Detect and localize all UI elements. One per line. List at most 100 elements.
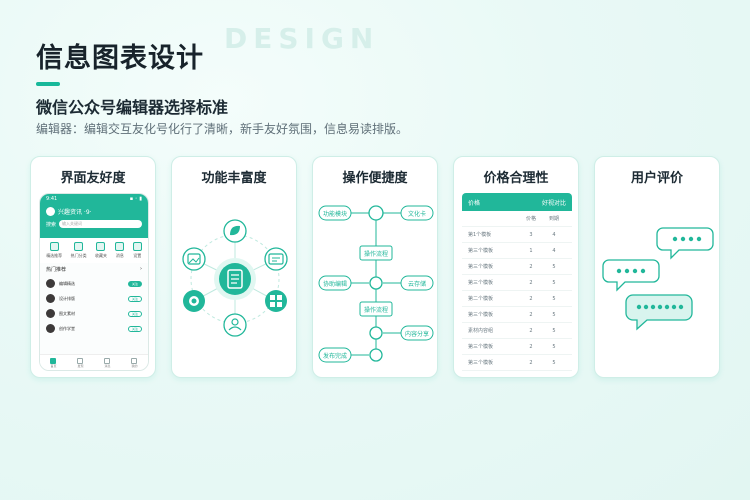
record-icon[interactable] bbox=[183, 290, 205, 312]
home-icon bbox=[50, 357, 57, 364]
app-name: 兴趣资讯 ·9· bbox=[58, 209, 92, 216]
grid-icon bbox=[49, 242, 59, 251]
phone-mockup: 9:41 ▪ ◦ ▮ 兴趣资讯 ·9· 搜索 输入关键词 精选推荐 热门分类 收… bbox=[39, 193, 149, 371]
flow-left-node[interactable]: 协助编辑 bbox=[318, 275, 352, 291]
flow-center-node[interactable]: 操作流程 bbox=[359, 301, 393, 317]
grid-icon bbox=[74, 242, 84, 251]
avatar bbox=[46, 294, 55, 303]
svg-text:发布完成: 发布完成 bbox=[323, 352, 347, 360]
nav-item-profile[interactable]: 我的 bbox=[131, 357, 138, 368]
document-hub-icon bbox=[214, 258, 256, 300]
flow-right-node[interactable]: 文化卡 bbox=[400, 205, 434, 221]
chevron-right-icon[interactable]: › bbox=[140, 266, 142, 272]
grid-icon bbox=[96, 242, 106, 251]
card-title: 价格合理性 bbox=[483, 171, 549, 186]
table-header: 价格 好视对比 bbox=[462, 193, 572, 211]
page-subtitle: 微信公众号编辑器选择标准 bbox=[36, 98, 229, 117]
follow-button[interactable]: 关注 bbox=[128, 295, 142, 302]
nav-item-messages[interactable]: 消息 bbox=[104, 357, 111, 368]
svg-text:内容分享: 内容分享 bbox=[405, 330, 429, 338]
follow-button[interactable]: 关注 bbox=[128, 280, 142, 287]
app-logo-icon bbox=[46, 207, 55, 216]
list-item[interactable]: 创作学堂关注 bbox=[40, 321, 148, 336]
svg-text:功能模块: 功能模块 bbox=[323, 210, 347, 218]
flow-junction-node bbox=[369, 276, 383, 290]
card-title: 功能丰富度 bbox=[201, 171, 267, 186]
grid-item[interactable]: 消息 bbox=[115, 242, 125, 259]
page-description: 编辑器：编辑交互友化号化行了清晰，新手友好氛围，信息易读排版。 bbox=[36, 122, 409, 136]
flow-center-node[interactable]: 操作流程 bbox=[359, 245, 393, 261]
card-title: 操作便捷度 bbox=[342, 171, 408, 186]
phone-status-bar: 9:41 ▪ ◦ ▮ bbox=[40, 194, 148, 204]
status-time: 9:41 bbox=[46, 196, 58, 202]
follow-button[interactable]: 关注 bbox=[128, 310, 142, 317]
grid-item[interactable]: 收藏夹 bbox=[95, 242, 107, 259]
card-interface-friendliness: 界面友好度 9:41 ▪ ◦ ▮ 兴趣资讯 ·9· 搜索 输入关键词 精选推荐 … bbox=[30, 156, 156, 378]
avatar bbox=[46, 324, 55, 333]
grid-icon bbox=[132, 242, 142, 251]
svg-text:操作流程: 操作流程 bbox=[364, 250, 388, 258]
chat-bubbles-illustration bbox=[602, 227, 714, 331]
card-feature-richness: 功能丰富度 bbox=[171, 156, 297, 378]
search-input[interactable]: 输入关键词 bbox=[59, 220, 142, 228]
leaf-icon[interactable] bbox=[223, 219, 247, 243]
card-title: 界面友好度 bbox=[60, 171, 126, 186]
apps-grid-icon[interactable] bbox=[265, 290, 287, 312]
flow-right-node[interactable]: 云存储 bbox=[400, 275, 434, 291]
list-item[interactable]: 设计排版关注 bbox=[40, 291, 148, 306]
phone-quick-grid: 精选推荐 热门分类 收藏夹 消息 设置 bbox=[40, 238, 148, 263]
flow-left-node[interactable]: 发布完成 bbox=[318, 347, 352, 363]
nav-item-home[interactable]: 首页 bbox=[50, 357, 57, 368]
phone-bottom-nav: 首页 发现 消息 我的 bbox=[40, 354, 148, 370]
user-icon[interactable] bbox=[223, 313, 247, 337]
table-subheader: 价格 到期 bbox=[462, 211, 572, 227]
chat-bubble-icon bbox=[625, 294, 693, 331]
grid-item[interactable]: 设置 bbox=[132, 242, 142, 259]
flowchart-diagram: 功能模块 协助编辑 发布完成 操作流程 操作流程 文化卡 云存储 bbox=[318, 205, 434, 363]
card-operation-convenience: 操作便捷度 功能模块 协助编辑 发布完成 操作流程 bbox=[312, 156, 438, 378]
message-icon bbox=[104, 357, 111, 364]
chat-bubble-icon bbox=[602, 259, 660, 292]
list-item[interactable]: 图文素材关注 bbox=[40, 306, 148, 321]
phone-header: 兴趣资讯 ·9· 搜索 输入关键词 bbox=[40, 204, 148, 238]
avatar bbox=[46, 309, 55, 318]
flow-right-node[interactable]: 内容分享 bbox=[400, 325, 434, 341]
svg-text:协助编辑: 协助编辑 bbox=[323, 280, 347, 288]
feature-hub-diagram bbox=[182, 219, 288, 337]
status-icons: ▪ ◦ ▮ bbox=[129, 196, 142, 202]
svg-text:操作流程: 操作流程 bbox=[364, 306, 388, 314]
background-watermark: DESIGN bbox=[224, 22, 380, 55]
grid-icon bbox=[115, 242, 125, 251]
grid-item[interactable]: 精选推荐 bbox=[46, 242, 62, 259]
section-header: 热门推荐 › bbox=[40, 263, 148, 276]
card-layout-icon[interactable] bbox=[264, 247, 288, 271]
list-item[interactable]: 编辑精选关注 bbox=[40, 276, 148, 291]
title-accent-bar bbox=[36, 82, 60, 86]
flow-left-node[interactable]: 功能模块 bbox=[318, 205, 352, 221]
page-title: 信息图表设计 bbox=[36, 43, 204, 74]
flow-start-node bbox=[368, 205, 384, 221]
follow-button[interactable]: 关注 bbox=[128, 325, 142, 332]
flow-end-node bbox=[369, 348, 383, 362]
card-user-reviews: 用户评价 bbox=[594, 156, 720, 378]
section-title: 热门推荐 bbox=[46, 267, 67, 273]
avatar bbox=[46, 279, 55, 288]
chat-bubble-icon bbox=[656, 227, 714, 260]
svg-text:云存储: 云存储 bbox=[408, 280, 426, 288]
image-icon[interactable] bbox=[182, 247, 206, 271]
svg-text:文化卡: 文化卡 bbox=[408, 210, 426, 218]
search-tag[interactable]: 搜索 bbox=[46, 221, 57, 228]
nav-item-discover[interactable]: 发现 bbox=[77, 357, 84, 368]
compass-icon bbox=[77, 357, 84, 364]
grid-item[interactable]: 热门分类 bbox=[71, 242, 87, 259]
card-title: 用户评价 bbox=[630, 171, 683, 186]
